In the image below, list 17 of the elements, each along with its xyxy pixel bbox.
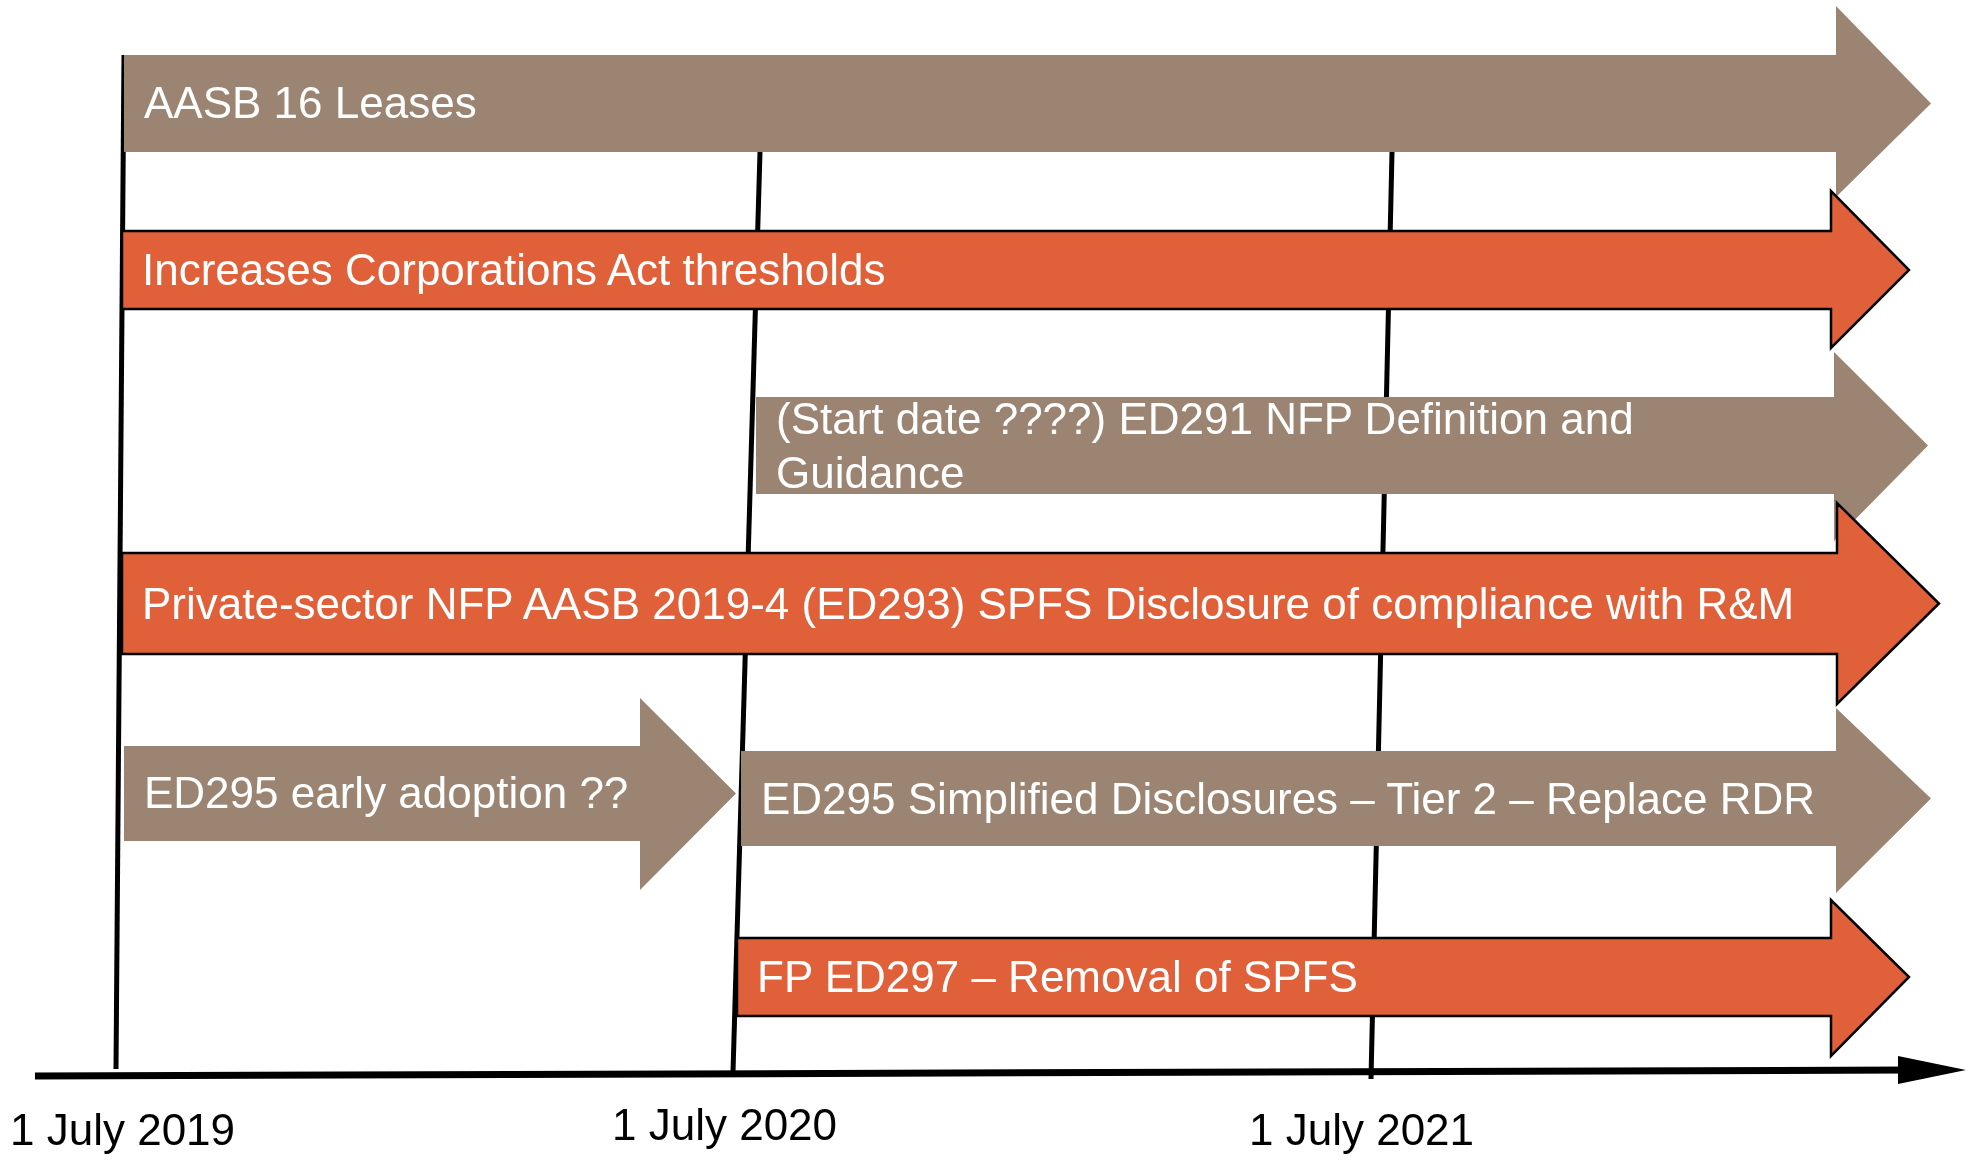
- period-banner: [741, 708, 1931, 893]
- arrow-label: FP ED297 – Removal of SPFS: [757, 951, 1359, 1003]
- date-label: 1 July 2020: [612, 1100, 838, 1150]
- arrow-label: ED295 early adoption ??: [144, 767, 630, 819]
- period-banner: [124, 698, 736, 890]
- arrow-label: (Start date ????) ED291 NFP Definition and Guidance: [776, 393, 1635, 499]
- arrow-label: ED295 Simplified Disclosures – Tier 2 – Replace RDR: [761, 773, 1816, 825]
- date-label: 1 July 2021: [1249, 1105, 1475, 1155]
- period-banner: [122, 191, 1909, 348]
- period-banner: [124, 6, 1931, 197]
- arrow-label: AASB 16 Leases: [144, 77, 478, 129]
- period-banner: [122, 503, 1939, 704]
- period-banner: [756, 352, 1928, 541]
- arrow-label: Private-sector NFP AASB 2019-4 (ED293) SPFS Disclosure of compliance with R&M: [142, 578, 1796, 630]
- date-label: 1 July 2019: [10, 1105, 236, 1155]
- period-banner: [737, 900, 1909, 1056]
- arrow-label: Increases Corporations Act thresholds: [142, 244, 887, 296]
